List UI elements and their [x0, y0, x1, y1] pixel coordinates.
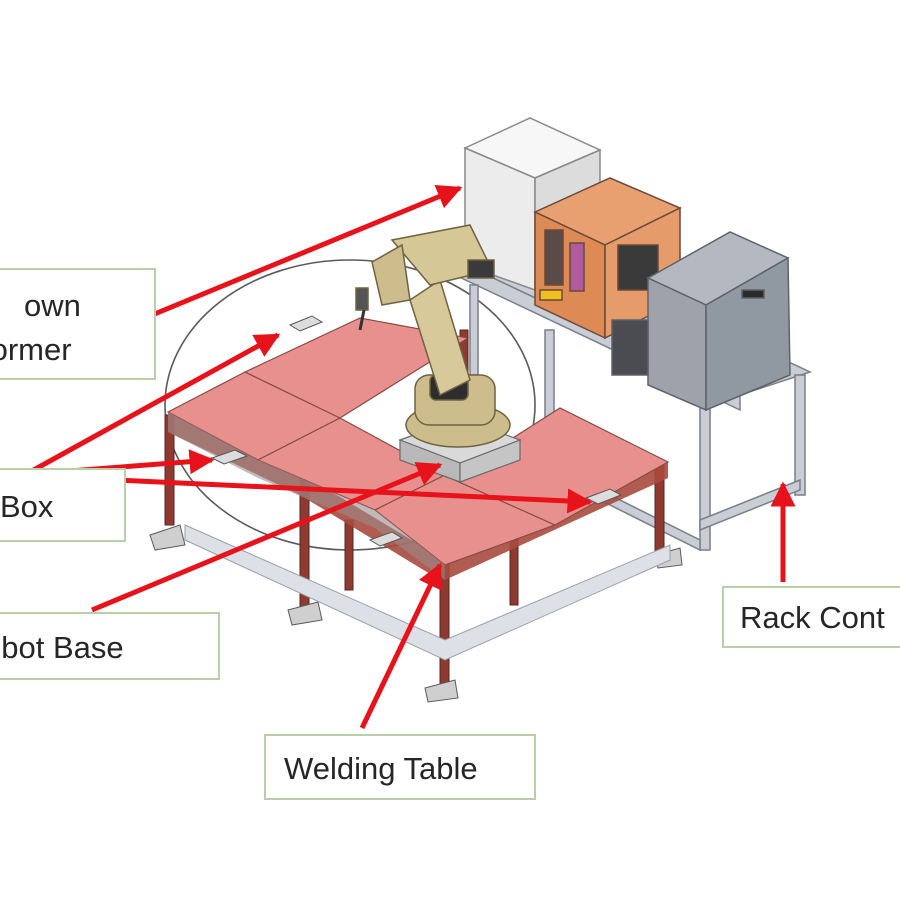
callout-welding-table: Welding Table	[264, 734, 536, 800]
callout-transformer-line2: former	[0, 332, 72, 367]
callout-robot-base: obot Base	[0, 612, 220, 680]
callout-robot-base-text: obot Base	[0, 630, 124, 665]
callout-welding-table-text: Welding Table	[284, 751, 478, 786]
callout-transformer: own former	[0, 268, 156, 380]
welding-table	[149, 317, 683, 703]
arrow-robot-base	[91, 462, 443, 613]
callout-box: Box	[0, 468, 126, 542]
robot-controller	[611, 231, 791, 412]
button-boxes	[210, 315, 623, 547]
arrow-transformer	[139, 185, 463, 323]
welding-robot	[355, 224, 511, 448]
arrow-box-1	[28, 332, 281, 475]
callout-rack-controller: Rack Cont	[722, 586, 900, 648]
callout-rack-controller-text: Rack Cont	[740, 600, 885, 635]
arrow-welding-table	[359, 562, 443, 730]
callout-transformer-line1: own	[24, 288, 81, 323]
callout-box-text: Box	[0, 489, 54, 524]
